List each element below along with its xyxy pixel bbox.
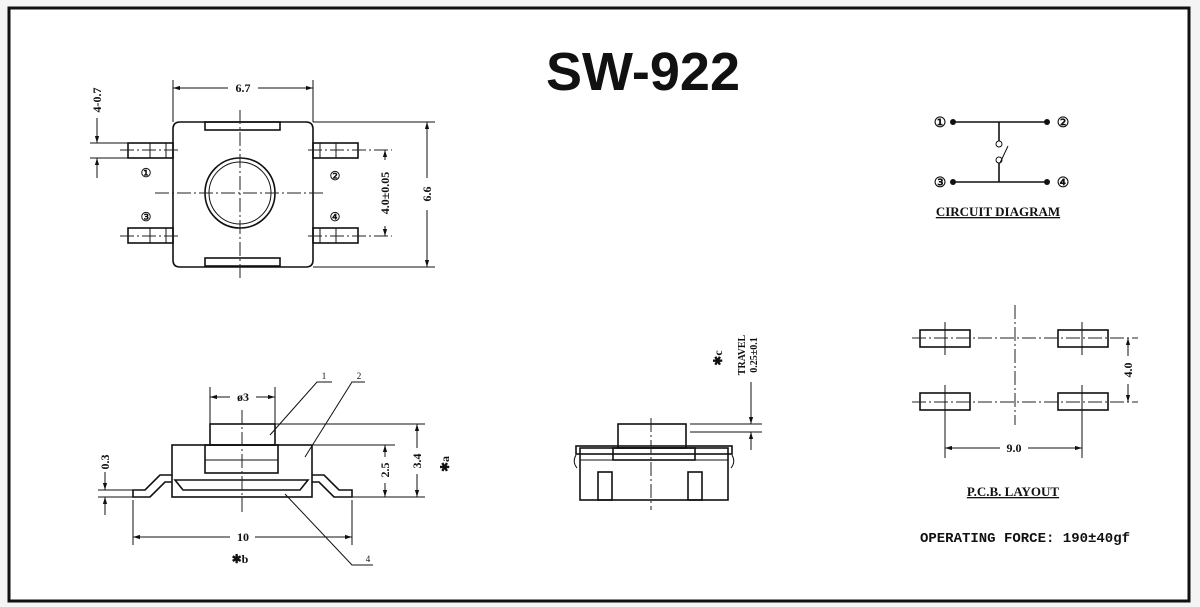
note-c: ✱c bbox=[711, 350, 725, 366]
circuit-pin-4: ④ bbox=[1057, 176, 1070, 191]
pin-3-label: ③ bbox=[141, 210, 152, 224]
pin-2-label: ② bbox=[330, 169, 341, 183]
travel-value: 0.25±0.1 bbox=[749, 337, 760, 373]
note-b: ✱b bbox=[232, 552, 249, 566]
callout-1: 1 bbox=[322, 371, 327, 381]
length-dimension: 10 bbox=[237, 530, 249, 544]
top-view: ① ② ③ ④ 6.7 6.6 4.0±0.05 4-0.7 bbox=[90, 80, 435, 280]
pin-1-label: ① bbox=[141, 166, 152, 180]
page-title: SW-922 bbox=[546, 42, 740, 102]
top-view-leads bbox=[120, 142, 392, 244]
pin-spacing-dimension: 4.0±0.05 bbox=[378, 172, 392, 215]
note-a: ✱a bbox=[438, 456, 452, 472]
circuit-pin-3: ③ bbox=[934, 176, 947, 191]
lead-width-dimension: 4-0.7 bbox=[90, 88, 104, 113]
drawing-frame bbox=[7, 6, 1191, 603]
lead-thickness-dimension: 0.3 bbox=[98, 455, 112, 470]
circuit-pin-2: ② bbox=[1057, 116, 1070, 131]
callout-2: 2 bbox=[357, 371, 362, 381]
circuit-pin-1: ① bbox=[934, 116, 947, 131]
total-height-dimension: 3.4 bbox=[410, 454, 424, 469]
button-diameter-dimension: ø3 bbox=[237, 390, 249, 404]
operating-force: OPERATING FORCE: 190±40gf bbox=[920, 531, 1130, 547]
callout-4: 4 bbox=[366, 554, 371, 564]
pcb-layout: 9.0 4.0 P.C.B. LAYOUT bbox=[912, 305, 1138, 499]
pcb-pitch-y: 4.0 bbox=[1121, 363, 1135, 378]
pin-4-label: ④ bbox=[330, 210, 341, 224]
pcb-pitch-x: 9.0 bbox=[1007, 441, 1022, 455]
front-view: TRAVEL 0.25±0.1 ✱c bbox=[573, 334, 762, 510]
pcb-layout-caption: P.C.B. LAYOUT bbox=[967, 484, 1060, 499]
circuit-diagram: ① ② ③ ④ CIRCUIT DIAGRAM bbox=[934, 116, 1070, 219]
height-dimension: 6.6 bbox=[420, 187, 434, 202]
travel-label: TRAVEL bbox=[737, 334, 748, 375]
body-height-dimension: 2.5 bbox=[378, 463, 392, 478]
side-view: ø3 10 2.5 3.4 ✱a 0.3 ✱b 1 2 4 bbox=[98, 371, 452, 566]
circuit-diagram-caption: CIRCUIT DIAGRAM bbox=[936, 204, 1060, 219]
width-dimension: 6.7 bbox=[236, 81, 251, 95]
